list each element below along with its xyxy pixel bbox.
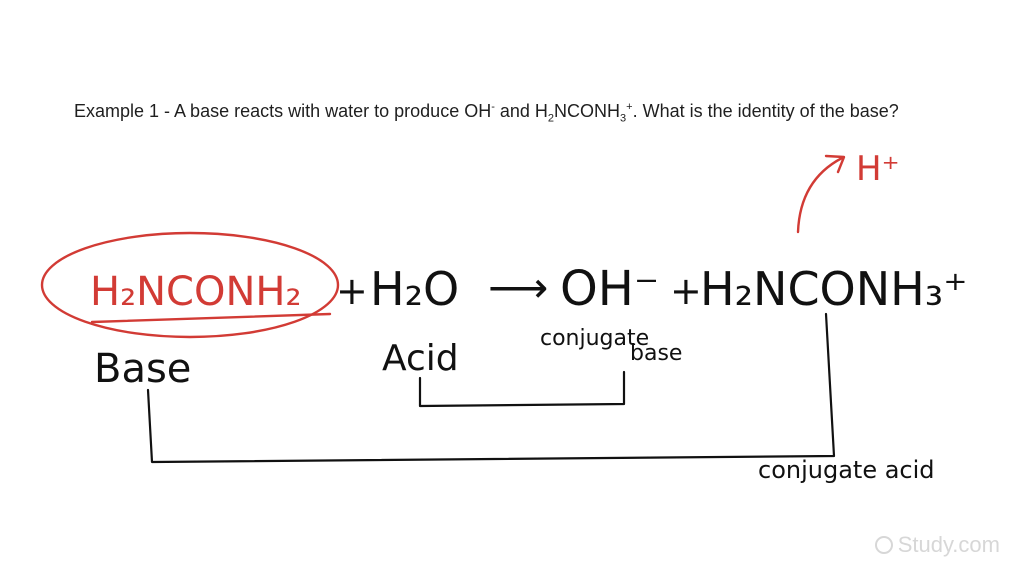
base-formula: H₂NCONH₂ bbox=[90, 269, 301, 315]
base-highlight-circle bbox=[40, 231, 340, 339]
question-text-1: Example 1 - A base reacts with water to … bbox=[74, 101, 492, 121]
base-label: Base bbox=[94, 346, 191, 392]
question-sub-2: 3 bbox=[620, 112, 627, 125]
base-underline bbox=[90, 312, 332, 324]
acid-base-bracket bbox=[418, 370, 626, 408]
conjugate-acid-formula: H₂NCONH₃⁺ bbox=[700, 262, 968, 316]
question-sup-2: + bbox=[626, 101, 633, 113]
proton-transfer-arrow bbox=[796, 156, 844, 234]
question-text-3: NCONH bbox=[554, 101, 621, 121]
question-sub-1: 2 bbox=[547, 112, 555, 125]
conjugate-acid-label: conjugate acid bbox=[758, 456, 935, 484]
study-watermark: Study.com bbox=[874, 532, 1000, 558]
base-conjugate-acid-bracket bbox=[146, 312, 836, 464]
conjugate-base-label-line2: base bbox=[630, 341, 682, 366]
acid-label: Acid bbox=[382, 338, 459, 379]
plus-sign-2: + bbox=[670, 269, 702, 313]
example-question: Example 1 - A base reacts with water to … bbox=[74, 98, 954, 125]
watermark-text: Study.com bbox=[897, 532, 1000, 557]
conjugate-base-label-line1: conjugate bbox=[540, 326, 649, 351]
plus-sign-1: + bbox=[336, 269, 368, 313]
question-text-4: . What is the identity of the base? bbox=[632, 101, 899, 121]
study-logo-icon bbox=[874, 536, 893, 554]
proton-arrow-head bbox=[824, 154, 846, 174]
question-text-2: and H bbox=[494, 101, 548, 121]
reaction-arrow: ⟶ bbox=[488, 263, 548, 312]
proton-label: H⁺ bbox=[856, 149, 900, 189]
water-formula: H₂O bbox=[370, 262, 459, 316]
hydroxide-formula: OH⁻ bbox=[560, 261, 659, 317]
question-sup-1: - bbox=[491, 101, 495, 113]
